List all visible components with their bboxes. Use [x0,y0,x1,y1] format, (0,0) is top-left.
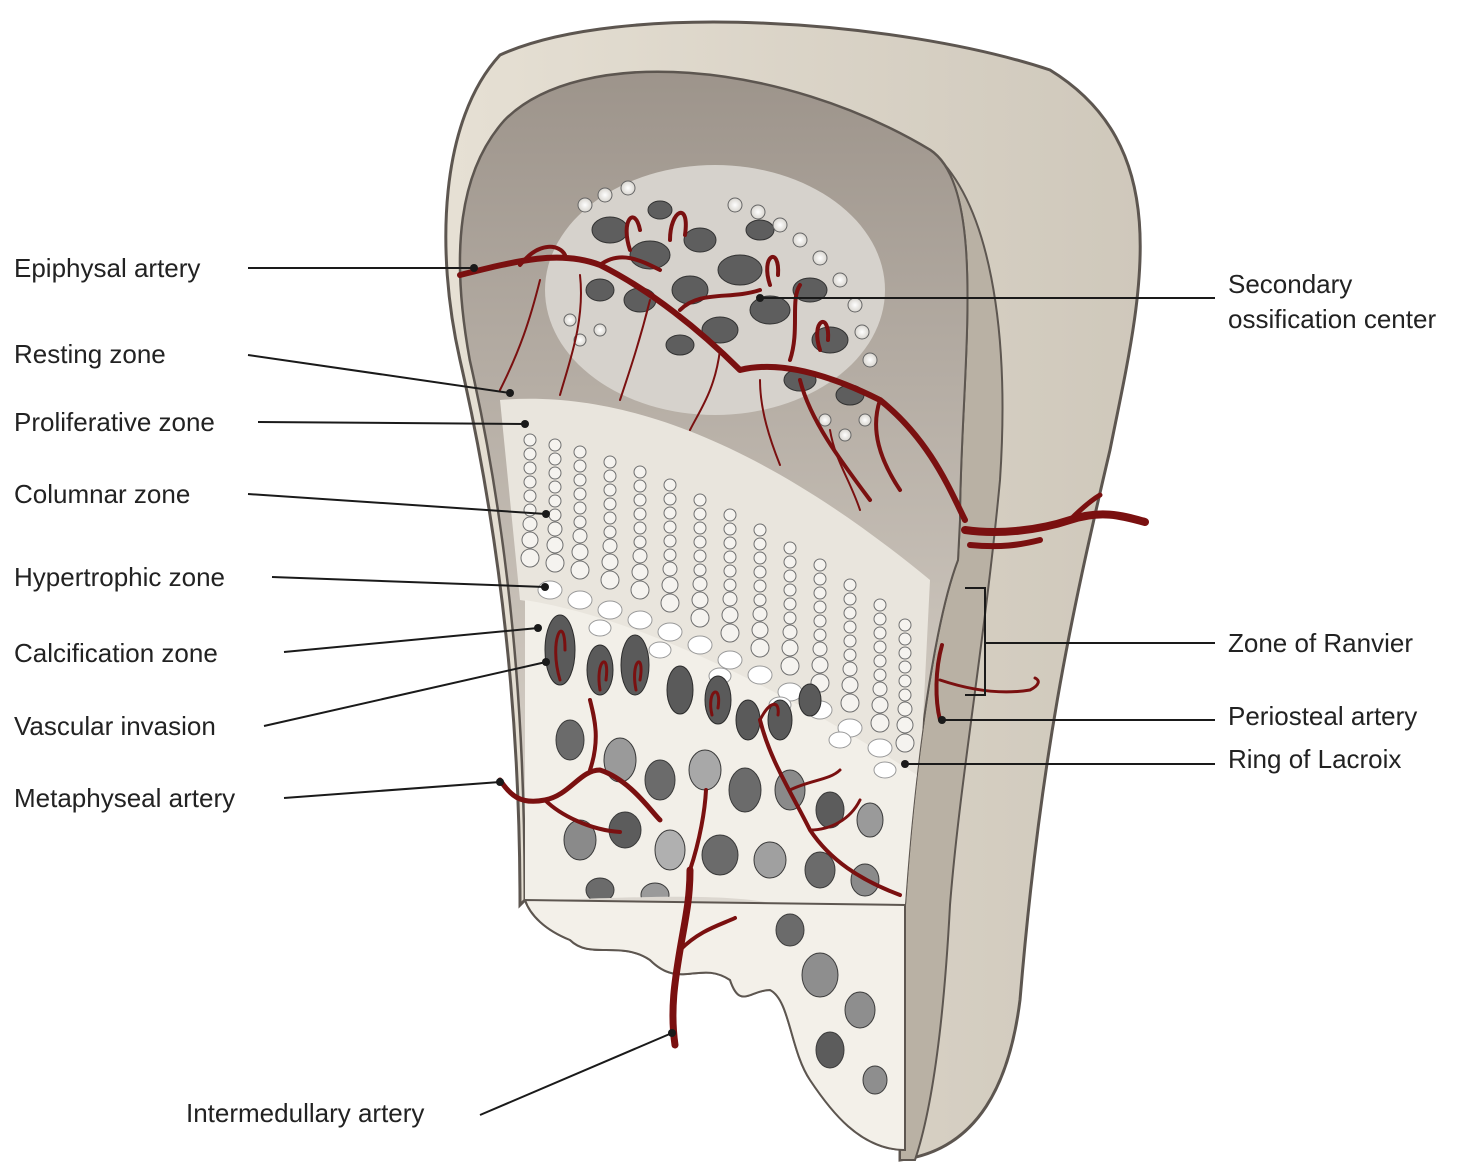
label-hypertrophic-zone: Hypertrophic zone [14,562,225,592]
label-calcification-zone: Calcification zone [14,638,218,668]
label-intermedullary-artery: Intermedullary artery [186,1098,424,1128]
label-ring-of-lacroix: Ring of Lacroix [1228,744,1401,774]
label-metaphyseal-artery: Metaphyseal artery [14,783,235,813]
label-resting-zone: Resting zone [14,339,166,369]
label-periosteal-artery: Periosteal artery [1228,701,1417,731]
label-epiphysal-artery: Epiphysal artery [14,253,200,283]
label-zone-of-ranvier: Zone of Ranvier [1228,628,1413,658]
label-columnar-zone: Columnar zone [14,479,190,509]
label-vascular-invasion: Vascular invasion [14,711,216,741]
label-secondary-ossification-line1: Secondary [1228,269,1352,299]
label-proliferative-zone: Proliferative zone [14,407,215,437]
label-secondary-ossification-line2: ossification center [1228,304,1436,334]
diaphysis-cut [525,900,905,1150]
